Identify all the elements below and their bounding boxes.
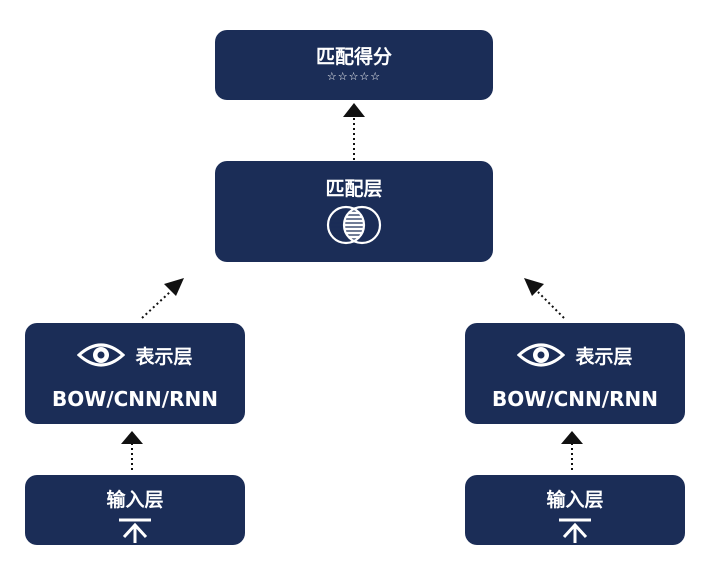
watermark: @掘金技术社区 (586, 545, 692, 563)
score-stars: ☆☆☆☆☆ (326, 70, 382, 83)
arrow-line-left-repr-to-match (141, 291, 171, 319)
match-layer-title: 匹配层 (325, 178, 383, 200)
venn-intersection-icon (326, 205, 382, 245)
right-repr-title: 表示层 (575, 345, 633, 368)
upload-arrow-icon (119, 518, 151, 543)
right-input-box: 输入层 (465, 475, 685, 545)
left-input-title: 输入层 (106, 489, 164, 511)
left-repr-box: 表示层 BOW/CNN/RNN (25, 323, 245, 424)
match-layer-box: 匹配层 (215, 161, 493, 262)
left-repr-models: BOW/CNN/RNN (52, 387, 218, 411)
eye-icon (517, 343, 566, 367)
arrowhead-score (343, 103, 365, 117)
right-input-title: 输入层 (546, 489, 604, 511)
arrow-line-right-repr-to-match (537, 291, 565, 319)
right-repr-header: 表示层 (465, 341, 685, 369)
right-repr-box: 表示层 BOW/CNN/RNN (465, 323, 685, 424)
score-title: 匹配得分 (315, 46, 392, 68)
left-input-box: 输入层 (25, 475, 245, 545)
eye-icon (77, 343, 126, 367)
right-repr-models: BOW/CNN/RNN (492, 387, 658, 411)
score-box: 匹配得分 ☆☆☆☆☆ (215, 30, 493, 100)
arrowhead-right-repr (561, 431, 583, 444)
arrowhead-left-match (164, 278, 184, 296)
arrowhead-left-repr (121, 431, 143, 444)
left-repr-header: 表示层 (25, 341, 245, 369)
arrowhead-right-match (524, 278, 544, 296)
upload-arrow-icon (559, 518, 591, 543)
left-repr-title: 表示层 (135, 345, 193, 368)
